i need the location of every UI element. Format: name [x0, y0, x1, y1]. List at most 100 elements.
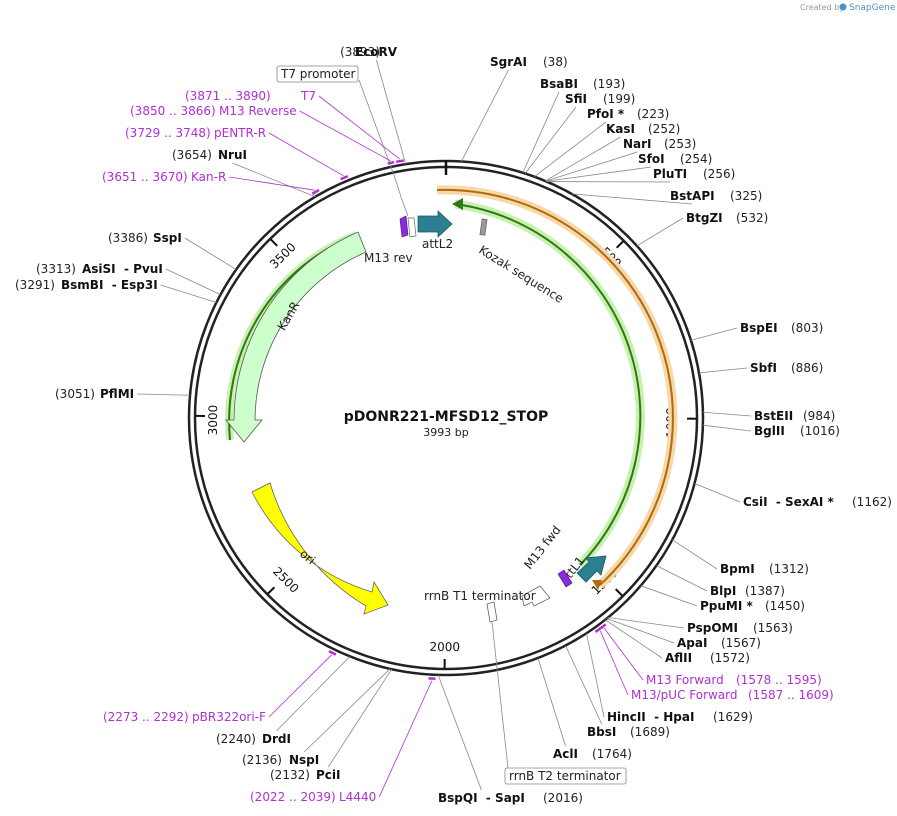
enzyme-pos: (3051) [55, 387, 95, 401]
primer-range: (1578 .. 1595) [736, 673, 822, 687]
t7-promoter-feature[interactable] [407, 217, 417, 238]
attl2-feature[interactable] [417, 210, 453, 238]
primer-leader-line [378, 680, 433, 798]
t7-promoter-callout[interactable]: T7 promoter [276, 65, 359, 83]
rrnb-t2-label: rrnB T2 terminator [509, 769, 621, 783]
enzyme-name[interactable]: PciI [316, 768, 341, 782]
enzyme-name[interactable]: BstEII [754, 409, 793, 423]
enzyme-name[interactable]: BsmBI - Esp3I [61, 278, 158, 292]
enzyme-leader-line [606, 618, 675, 644]
enzyme-name[interactable]: SbfI [750, 361, 777, 375]
enzyme-name[interactable]: SfiI [565, 92, 587, 106]
enzyme-pos: (253) [664, 137, 696, 151]
enzyme-pos: (223) [637, 107, 669, 121]
enzyme-name[interactable]: PspOMI [687, 621, 738, 635]
rrnb-t2-feature[interactable] [486, 601, 498, 623]
primer-name[interactable]: M13/pUC Forward [631, 688, 738, 702]
m13-rev-feature[interactable] [399, 215, 409, 238]
enzyme-name[interactable]: PluTI [653, 167, 687, 181]
m13-fwd-feature[interactable] [557, 569, 573, 588]
enzyme-pos: (3893) [340, 45, 380, 59]
kozak-feature[interactable] [479, 218, 488, 236]
primer-range: (1587 .. 1609) [748, 688, 834, 702]
enzyme-pos: (254) [680, 152, 712, 166]
enzyme-pos: (3654) [172, 148, 212, 162]
enzyme-name[interactable]: PfoI * [587, 107, 625, 121]
primer-name[interactable]: Kan-R [191, 170, 226, 184]
enzyme-pos: (325) [730, 189, 762, 203]
enzyme-pos: (1563) [753, 621, 793, 635]
ori-feature[interactable]: ori [251, 482, 389, 615]
primer-mark[interactable] [395, 159, 405, 164]
enzyme-pos: (2132) [270, 768, 310, 782]
primer-mark[interactable] [387, 160, 395, 165]
enzyme-name[interactable]: BbsI [587, 725, 616, 739]
tick-label: 3000 [206, 405, 220, 436]
enzyme-leader-line [698, 367, 748, 374]
primer-name[interactable]: T7 [300, 89, 316, 103]
enzyme-pos: (532) [736, 211, 768, 225]
enzyme-name[interactable]: AsiSI - PvuI [82, 262, 163, 276]
enzyme-name[interactable]: NspI [289, 753, 319, 767]
rrnb-t1-label: rrnB T1 terminator [424, 589, 536, 603]
enzyme-name[interactable]: BlpI [710, 584, 736, 598]
enzyme-leader-line [376, 59, 407, 165]
enzyme-leader-line [702, 424, 752, 432]
enzyme-name[interactable]: SfoI [638, 152, 665, 166]
enzyme-name[interactable]: DrdI [262, 732, 291, 746]
enzyme-name[interactable]: BsaBI [540, 77, 578, 91]
enzyme-name[interactable]: PpuMI * [700, 599, 754, 613]
enzyme-name[interactable]: HincII - HpaI [607, 710, 694, 724]
orf-inner-arc[interactable] [452, 198, 645, 569]
rrnb-t2-callout[interactable]: rrnB T2 terminator [504, 767, 627, 785]
enzyme-name[interactable]: BglII [754, 424, 785, 438]
enzyme-name[interactable]: NarI [623, 137, 652, 151]
enzyme-pos: (38) [543, 55, 568, 69]
enzyme-name[interactable]: SgrAI [490, 55, 527, 69]
enzyme-name[interactable]: BstAPI [670, 189, 715, 203]
enzyme-name[interactable]: SspI [153, 231, 182, 245]
enzyme-name[interactable]: PflMI [100, 387, 134, 401]
enzyme-leader-line [640, 585, 698, 607]
primer-mark[interactable] [311, 188, 320, 195]
primer-name[interactable]: M13 Reverse [219, 104, 297, 118]
enzyme-name[interactable]: CsiI - SexAI * [743, 495, 834, 509]
enzyme-name[interactable]: BspQI - SapI [438, 791, 525, 805]
enzyme-name[interactable]: BpmI [720, 562, 755, 576]
enzyme-name[interactable]: BtgZI [686, 211, 723, 225]
primer-leader-line [299, 110, 391, 162]
enzyme-leader-line [276, 656, 351, 732]
enzyme-labels: (3893) EcoRV SgrAI (38) BsaBI (193) SfiI… [15, 45, 892, 805]
primer-name[interactable]: L4440 [339, 790, 376, 804]
enzyme-name[interactable]: KasI [606, 122, 635, 136]
enzyme-name[interactable]: BspEI [740, 321, 778, 335]
enzyme-name[interactable]: NruI [218, 148, 247, 162]
enzyme-name[interactable]: EcoRV [355, 45, 398, 59]
attl1-feature[interactable] [576, 555, 607, 583]
enzyme-leader-line [545, 166, 652, 182]
primer-mark[interactable] [594, 625, 604, 633]
primer-range: (3651 .. 3670) [102, 170, 188, 184]
primer-name[interactable]: pBR322ori-F [192, 710, 266, 724]
primer-name[interactable]: pENTR-R [214, 126, 266, 140]
enzyme-leader-line [165, 268, 221, 295]
orf-outer-arc[interactable] [436, 185, 678, 590]
primer-leader-line [603, 627, 644, 681]
enzyme-pos: (3313) [36, 262, 76, 276]
enzyme-leader-line [160, 284, 217, 303]
enzyme-pos: (3386) [108, 231, 148, 245]
enzyme-pos: (1764) [592, 747, 632, 761]
enzyme-leader-line [534, 121, 607, 177]
primer-name[interactable]: M13 Forward [646, 673, 724, 687]
enzyme-name[interactable]: ApaI [677, 636, 707, 650]
rrnb-t1-feature[interactable] [521, 585, 551, 607]
enzyme-pos: (1629) [713, 710, 753, 724]
primer-leader-line [318, 95, 400, 160]
credit-brand[interactable]: SnapGene [849, 3, 896, 13]
primer-leader-line [268, 132, 344, 177]
enzyme-name[interactable]: AclI [553, 747, 578, 761]
enzyme-name[interactable]: AflII [665, 651, 692, 665]
enzyme-leader-line [524, 106, 577, 174]
primer-mark[interactable] [328, 650, 337, 656]
primer-mark[interactable] [340, 175, 349, 181]
